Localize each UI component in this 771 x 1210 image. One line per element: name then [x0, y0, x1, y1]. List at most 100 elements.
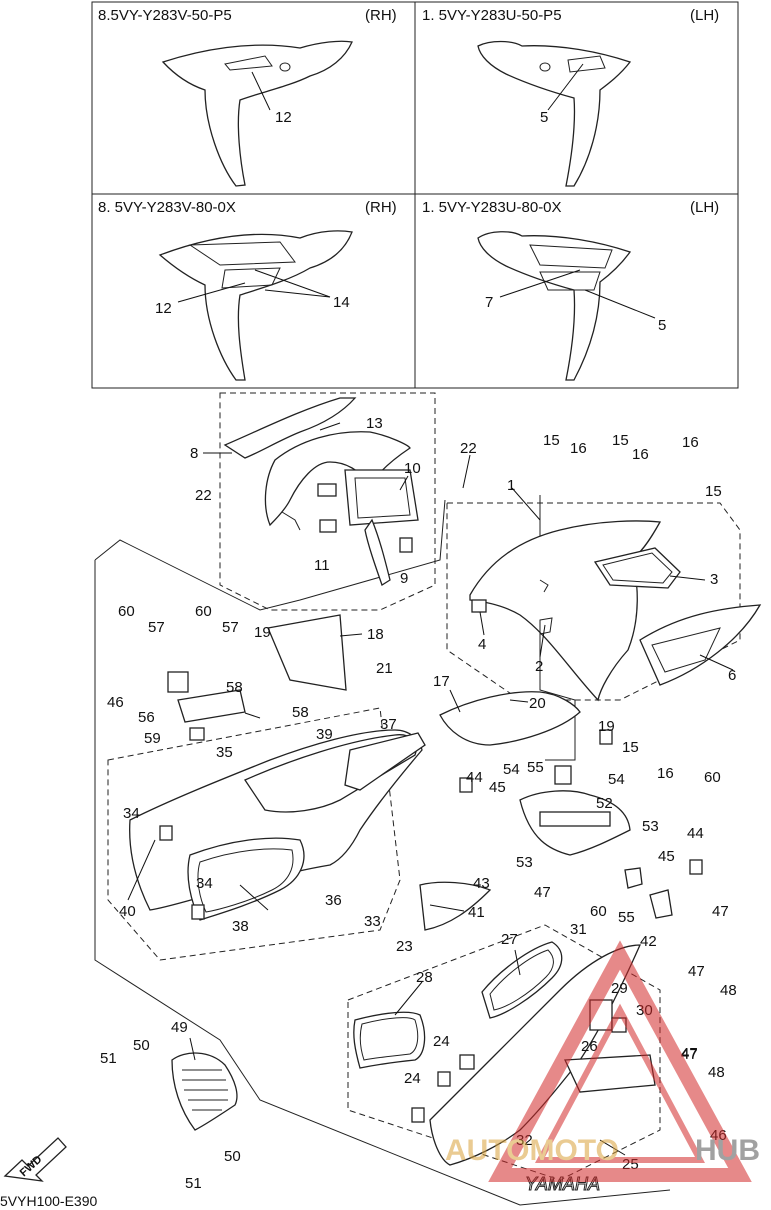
- callout-label: 11: [314, 557, 330, 574]
- callout-label: 16: [657, 765, 674, 782]
- callout-label: 45: [658, 848, 675, 865]
- variant-panel-grid: [91, 1, 739, 389]
- callout-label: 38: [232, 918, 249, 935]
- panel-callout: 7: [485, 294, 493, 311]
- callout-labels: 12 5 12 14 7 5 13 8 10 22 11 9 22 15 16 …: [100, 109, 737, 1192]
- panel-side-2: (LH): [690, 7, 719, 24]
- callout-label: 57: [148, 619, 165, 636]
- callout-label: 19: [254, 624, 271, 641]
- callout-label: 10: [404, 460, 421, 477]
- callout-label: 58: [226, 679, 243, 696]
- mid-section-parts: [129, 671, 492, 931]
- callout-label: 13: [366, 415, 383, 432]
- callout-label: 51: [100, 1050, 117, 1067]
- panel-code-1: 8.5VY-Y283V-50-P5: [98, 7, 232, 24]
- callout-label: 53: [516, 854, 533, 871]
- callout-label: 16: [632, 446, 649, 463]
- panel-code-3: 8. 5VY-Y283V-80-0X: [98, 199, 236, 216]
- callout-label: 3: [710, 571, 718, 588]
- callout-label: 48: [720, 982, 737, 999]
- panel-1-cowling: [161, 40, 353, 187]
- callout-label: 48: [708, 1064, 725, 1081]
- callout-label: 16: [682, 434, 699, 451]
- panel-callout: 12: [275, 109, 292, 126]
- callout-label: 34: [196, 875, 213, 892]
- bracket-parts: [459, 765, 703, 919]
- callout-label: 36: [325, 892, 342, 909]
- callout-label: 33: [364, 913, 381, 930]
- callout-label: 6: [728, 667, 736, 684]
- group-outlines: [94, 392, 741, 1206]
- callout-label: 55: [527, 759, 544, 776]
- callout-label: 50: [133, 1037, 150, 1054]
- panel-2-cowling: [477, 40, 632, 187]
- callout-label: 60: [590, 903, 607, 920]
- callout-label: 4: [478, 636, 486, 653]
- callout-label: 15: [622, 739, 639, 756]
- callout-label: 42: [640, 933, 657, 950]
- watermark-text-gray: HUB: [695, 1134, 760, 1167]
- callout-label: 15: [612, 432, 629, 449]
- callout-label: 40: [119, 903, 136, 920]
- callout-label: 47: [681, 1045, 698, 1062]
- callout-label: 47: [534, 884, 551, 901]
- callout-label: 57: [222, 619, 239, 636]
- callout-label: 54: [608, 771, 625, 788]
- watermark-logo: AUTOMOTO HUB: [445, 940, 760, 1182]
- panel-side-1: (RH): [365, 7, 397, 24]
- callout-label: 56: [138, 709, 155, 726]
- callout-label: 60: [704, 769, 721, 786]
- callout-label: 18: [367, 626, 384, 643]
- side-fairing-part: [469, 520, 762, 702]
- callout-label: 41: [468, 904, 485, 921]
- callout-label: 23: [396, 938, 413, 955]
- callout-label: 24: [404, 1070, 421, 1087]
- callout-label: 22: [460, 440, 477, 457]
- callout-label: 21: [376, 660, 393, 677]
- callout-label: 44: [466, 769, 483, 786]
- callout-label: 52: [596, 795, 613, 812]
- callout-label: 53: [642, 818, 659, 835]
- panel-4-cowling: [477, 231, 632, 381]
- callout-label: 16: [570, 440, 587, 457]
- panel-side-3: (RH): [365, 199, 397, 216]
- callout-label: 54: [503, 761, 520, 778]
- callout-label: 45: [489, 779, 506, 796]
- callout-label: 43: [473, 875, 490, 892]
- callout-label: 51: [185, 1175, 202, 1192]
- callout-label: 47: [712, 903, 729, 920]
- panel-callout: 5: [658, 317, 666, 334]
- inner-panel-parts: [267, 614, 613, 746]
- front-cover-part: [171, 1052, 238, 1131]
- callout-label: 58: [292, 704, 309, 721]
- callout-label: 49: [171, 1019, 188, 1036]
- diagram-code: 5VYH100-E390: [0, 1193, 98, 1209]
- panel-3-cowling: [158, 230, 353, 381]
- callout-label: 24: [433, 1033, 450, 1050]
- callout-label: 59: [144, 730, 161, 747]
- watermark-text-red: AUTOMOTO: [445, 1134, 619, 1167]
- callout-label: 31: [570, 921, 587, 938]
- callout-label: 44: [687, 825, 704, 842]
- callout-label: 37: [380, 716, 397, 733]
- callout-label: 1: [507, 477, 515, 494]
- callout-label: 22: [195, 487, 212, 504]
- leader-lines: [127, 63, 734, 1156]
- panel-side-4: (LH): [690, 199, 719, 216]
- callout-label: 60: [118, 603, 135, 620]
- callout-label: 28: [416, 969, 433, 986]
- callout-label: 47: [681, 1046, 698, 1063]
- panel-callout: 14: [333, 294, 350, 311]
- callout-label: 26: [581, 1038, 598, 1055]
- panel-callout: 5: [540, 109, 548, 126]
- callout-label: 35: [216, 744, 233, 761]
- callout-label: 19: [598, 718, 615, 735]
- callout-label: 2: [535, 658, 543, 675]
- callout-label: 29: [611, 980, 628, 997]
- callout-label: 47: [688, 963, 705, 980]
- callout-label: 15: [705, 483, 722, 500]
- callout-label: 46: [107, 694, 124, 711]
- callout-label: 20: [529, 695, 546, 712]
